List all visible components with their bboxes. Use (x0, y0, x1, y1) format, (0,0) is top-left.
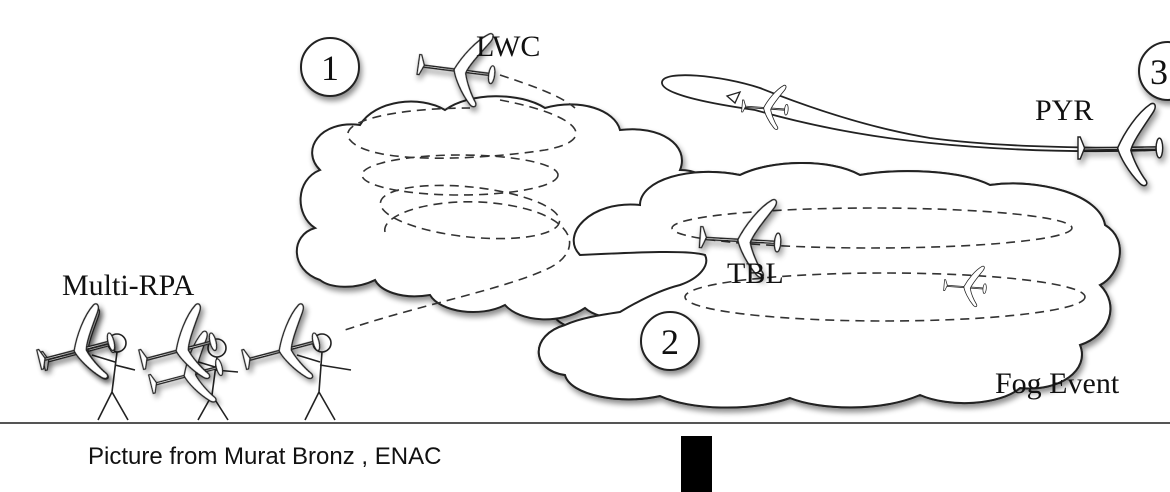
label-fog-event: Fog Event (995, 367, 1120, 400)
marker-1: 1 (300, 37, 360, 97)
pyr-trajectory (661, 74, 1161, 153)
marker-2: 2 (640, 311, 700, 371)
label-lwc: LWC (476, 30, 540, 63)
svg-text:2: 2 (661, 322, 679, 362)
label-pyr: PYR (1035, 94, 1093, 127)
label-multi-rpa: Multi-RPA (62, 269, 195, 302)
marker-3: 3 (1138, 41, 1170, 101)
fog-flight-path (671, 207, 1086, 322)
svg-text:3: 3 (1150, 52, 1168, 92)
black-bar (681, 436, 712, 492)
small-aircraft-top (739, 81, 791, 131)
convective-cloud (295, 95, 726, 321)
spiral-flight-path (344, 74, 577, 331)
direction-arrow (725, 90, 742, 105)
svg-text:1: 1 (321, 48, 339, 88)
image-credit: Picture from Murat Bronz , ENAC (88, 443, 442, 470)
label-tbl: TBL (727, 257, 784, 290)
